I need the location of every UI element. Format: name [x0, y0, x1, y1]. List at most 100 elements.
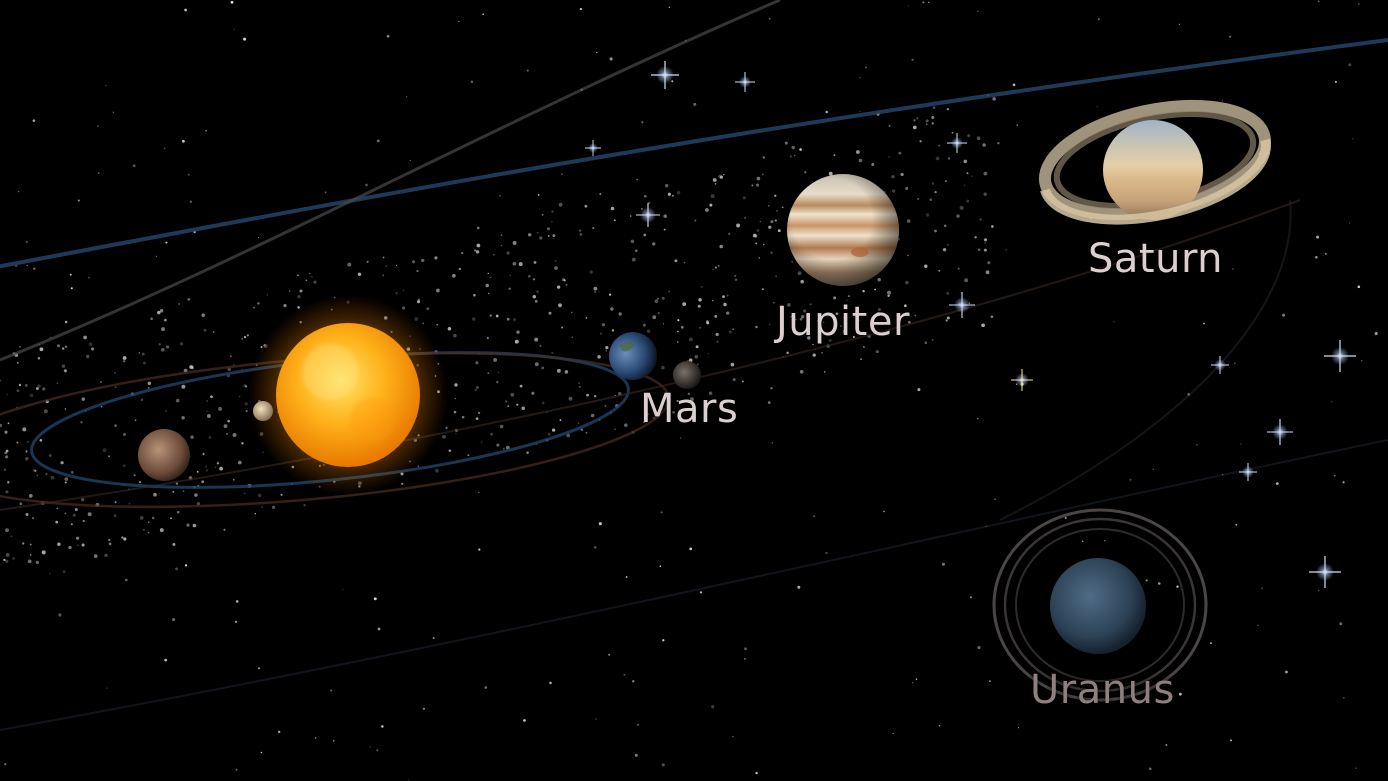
star: [97, 125, 99, 127]
star: [800, 315, 805, 319]
star: [227, 419, 231, 423]
star: [1282, 313, 1286, 317]
label-jupiter[interactable]: Jupiter: [776, 299, 910, 345]
star: [37, 356, 41, 360]
star: [22, 542, 25, 545]
star: [597, 355, 601, 359]
star: [1203, 322, 1205, 325]
label-uranus[interactable]: Uranus: [1030, 667, 1175, 713]
star: [585, 431, 588, 434]
star: [139, 481, 141, 484]
star: [56, 507, 59, 510]
planet-jupiter[interactable]: [787, 174, 899, 286]
star: [762, 243, 765, 246]
star: [1342, 481, 1345, 484]
star: [1016, 124, 1018, 126]
star: [25, 450, 28, 453]
star: [605, 349, 608, 352]
label-mars[interactable]: Mars: [640, 386, 739, 432]
star: [534, 362, 539, 367]
label-saturn[interactable]: Saturn: [1088, 236, 1224, 282]
star: [305, 279, 308, 282]
star: [512, 262, 517, 266]
star: [734, 274, 737, 277]
star: [22, 427, 27, 432]
star: [858, 158, 863, 163]
star: [196, 470, 199, 473]
star: [712, 268, 715, 271]
star: [922, 1, 925, 4]
star: [1152, 468, 1154, 470]
bright-stars: [585, 61, 1356, 588]
star: [395, 264, 398, 267]
star: [700, 286, 703, 288]
star: [610, 206, 615, 211]
star: [797, 585, 801, 589]
star: [16, 441, 19, 444]
moon[interactable]: [673, 361, 701, 389]
sun[interactable]: [248, 295, 448, 495]
star: [445, 426, 448, 429]
star: [722, 295, 725, 298]
star: [834, 328, 837, 331]
star: [29, 543, 32, 546]
star: [245, 385, 248, 388]
star: [192, 523, 197, 528]
star: [790, 315, 793, 318]
planet-mercury[interactable]: [138, 429, 190, 481]
star: [712, 299, 714, 302]
planet-uranus[interactable]: [992, 508, 1208, 702]
star: [88, 277, 90, 279]
star: [609, 57, 613, 61]
star: [931, 182, 935, 185]
star: [914, 314, 917, 317]
star: [652, 242, 656, 246]
star: [558, 303, 562, 308]
star: [682, 302, 687, 306]
star: [676, 399, 679, 403]
star: [72, 513, 76, 517]
star: [1196, 443, 1198, 446]
star: [551, 210, 554, 213]
star: [966, 172, 969, 175]
star: [1176, 585, 1179, 588]
star: [100, 381, 102, 383]
planet-venus[interactable]: [253, 401, 273, 421]
star: [376, 749, 379, 752]
star: [915, 678, 918, 680]
star: [5, 528, 9, 533]
planet-saturn[interactable]: [1035, 88, 1275, 232]
star: [401, 482, 404, 485]
star: [694, 354, 699, 359]
star: [311, 275, 313, 278]
star: [959, 205, 964, 210]
star: [70, 471, 74, 474]
star: [828, 338, 832, 342]
star: [1012, 83, 1016, 87]
star: [536, 231, 539, 234]
star: [91, 347, 95, 351]
star: [458, 20, 460, 23]
star: [938, 269, 941, 272]
star: [487, 372, 490, 375]
star: [432, 636, 435, 640]
star: [874, 288, 876, 291]
star: [448, 449, 451, 452]
star: [159, 528, 164, 533]
star: [376, 139, 380, 143]
star: [858, 319, 861, 321]
star: [1097, 18, 1100, 21]
star: [64, 512, 67, 515]
star: [121, 536, 124, 539]
star: [29, 393, 34, 398]
star: [45, 472, 48, 476]
star: [732, 736, 734, 738]
star: [888, 156, 890, 158]
star: [696, 363, 699, 366]
star: [534, 337, 539, 342]
planet-earth[interactable]: [609, 332, 657, 380]
star: [943, 224, 947, 228]
star: [48, 454, 52, 457]
star: [190, 366, 194, 370]
